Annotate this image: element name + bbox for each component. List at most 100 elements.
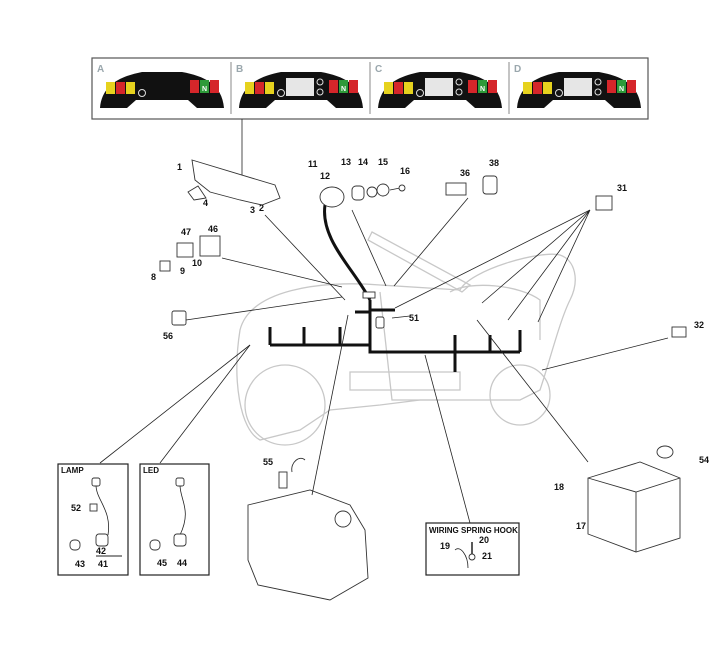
neutral-indicator-letter: N	[480, 86, 485, 93]
callout-36: 36	[460, 168, 470, 178]
dashboard-variant-d: DN	[508, 62, 641, 114]
callout-38: 38	[489, 158, 499, 168]
button-icon	[316, 78, 324, 86]
callout-56: 56	[163, 331, 173, 341]
lamp-inset-title: LAMP	[61, 466, 84, 475]
button-icon	[555, 89, 563, 97]
neutral-indicator-letter: N	[202, 86, 207, 93]
callout-17: 17	[576, 521, 586, 531]
callout-43: 43	[75, 559, 85, 569]
callout-54: 54	[699, 455, 709, 465]
callout-21: 21	[482, 551, 492, 561]
variant-letter: B	[236, 64, 243, 75]
indicator-light	[339, 80, 348, 93]
indicator-light	[265, 82, 274, 94]
callout-1: 1	[177, 162, 182, 172]
button-icon	[455, 88, 463, 96]
lamp-inset: LAMP	[57, 463, 129, 576]
tractor-outline	[236, 231, 576, 446]
button-icon	[316, 88, 324, 96]
indicator-light	[190, 80, 199, 93]
indicator-light	[617, 80, 626, 93]
dashboard-variant-b: BN	[230, 62, 363, 114]
callout-51: 51	[409, 313, 419, 323]
relay-46	[199, 235, 221, 257]
callout-15: 15	[378, 157, 388, 167]
wiring-harness	[268, 204, 522, 372]
indicator-light	[468, 80, 477, 93]
callout-11: 11	[308, 159, 318, 169]
indicator-light	[349, 80, 358, 93]
indicator-light	[116, 82, 125, 94]
indicator-light	[329, 80, 338, 93]
dashboard-housing	[187, 159, 281, 206]
callout-18: 18	[554, 482, 564, 492]
callout-32: 32	[694, 320, 704, 330]
led-inset-title: LED	[143, 466, 159, 475]
indicator-light	[384, 82, 393, 94]
led-inset: LED	[139, 463, 210, 576]
part-56	[171, 310, 187, 326]
callout-2: 2	[259, 203, 264, 213]
button-icon	[594, 78, 602, 86]
switch-31	[595, 195, 613, 211]
callout-19: 19	[440, 541, 450, 551]
connector-8	[159, 260, 171, 272]
indicator-light	[210, 80, 219, 93]
callout-45: 45	[157, 558, 167, 568]
callout-52: 52	[71, 503, 81, 513]
callout-46: 46	[208, 224, 218, 234]
part-32	[671, 326, 687, 338]
indicator-light	[533, 82, 542, 94]
neutral-indicator-letter: N	[619, 86, 624, 93]
callout-labels: 1 2 3 4 8 9 10 11 12 13 14 15 16 17 18 1…	[71, 157, 709, 569]
indicator-light	[478, 80, 487, 93]
dashboard-variant-c: CN	[369, 62, 502, 114]
callout-20: 20	[479, 535, 489, 545]
callout-16: 16	[400, 166, 410, 176]
callout-9: 9	[180, 266, 185, 276]
display-screen	[425, 78, 453, 96]
indicator-light	[543, 82, 552, 94]
leader-lines	[99, 197, 669, 524]
button-icon	[277, 89, 285, 97]
switch-36	[445, 182, 467, 196]
display-screen	[564, 78, 592, 96]
callout-44: 44	[177, 558, 187, 568]
callout-31: 31	[617, 183, 627, 193]
dashboard-variant-a: AN	[97, 64, 224, 108]
variant-letter: C	[375, 64, 382, 75]
callout-8: 8	[151, 272, 156, 282]
callout-47: 47	[181, 227, 191, 237]
part-51	[375, 316, 385, 329]
indicator-light	[607, 80, 616, 93]
fuel-tank	[247, 457, 369, 601]
callout-41: 41	[98, 559, 108, 569]
variant-letter: A	[97, 64, 104, 75]
indicator-light	[488, 80, 497, 93]
ignition-switch	[319, 183, 406, 208]
callout-13: 13	[341, 157, 351, 167]
callout-4: 4	[203, 198, 208, 208]
indicator-light	[200, 80, 209, 93]
indicator-light	[255, 82, 264, 94]
button-icon	[416, 89, 424, 97]
display-screen	[286, 78, 314, 96]
button-icon	[594, 88, 602, 96]
spring-hook-inset-title: WIRING SPRING HOOK	[429, 526, 518, 535]
callout-55: 55	[263, 457, 273, 467]
callout-14: 14	[358, 157, 368, 167]
neutral-indicator-letter: N	[341, 86, 346, 93]
button-icon	[138, 89, 146, 97]
battery	[587, 445, 681, 553]
indicator-light	[627, 80, 636, 93]
indicator-light	[394, 82, 403, 94]
spring-hook-inset: WIRING SPRING HOOK	[425, 522, 520, 576]
relay-9	[176, 242, 194, 258]
switch-38	[482, 175, 498, 195]
callout-3: 3	[250, 205, 255, 215]
indicator-light	[523, 82, 532, 94]
callout-12: 12	[320, 171, 330, 181]
